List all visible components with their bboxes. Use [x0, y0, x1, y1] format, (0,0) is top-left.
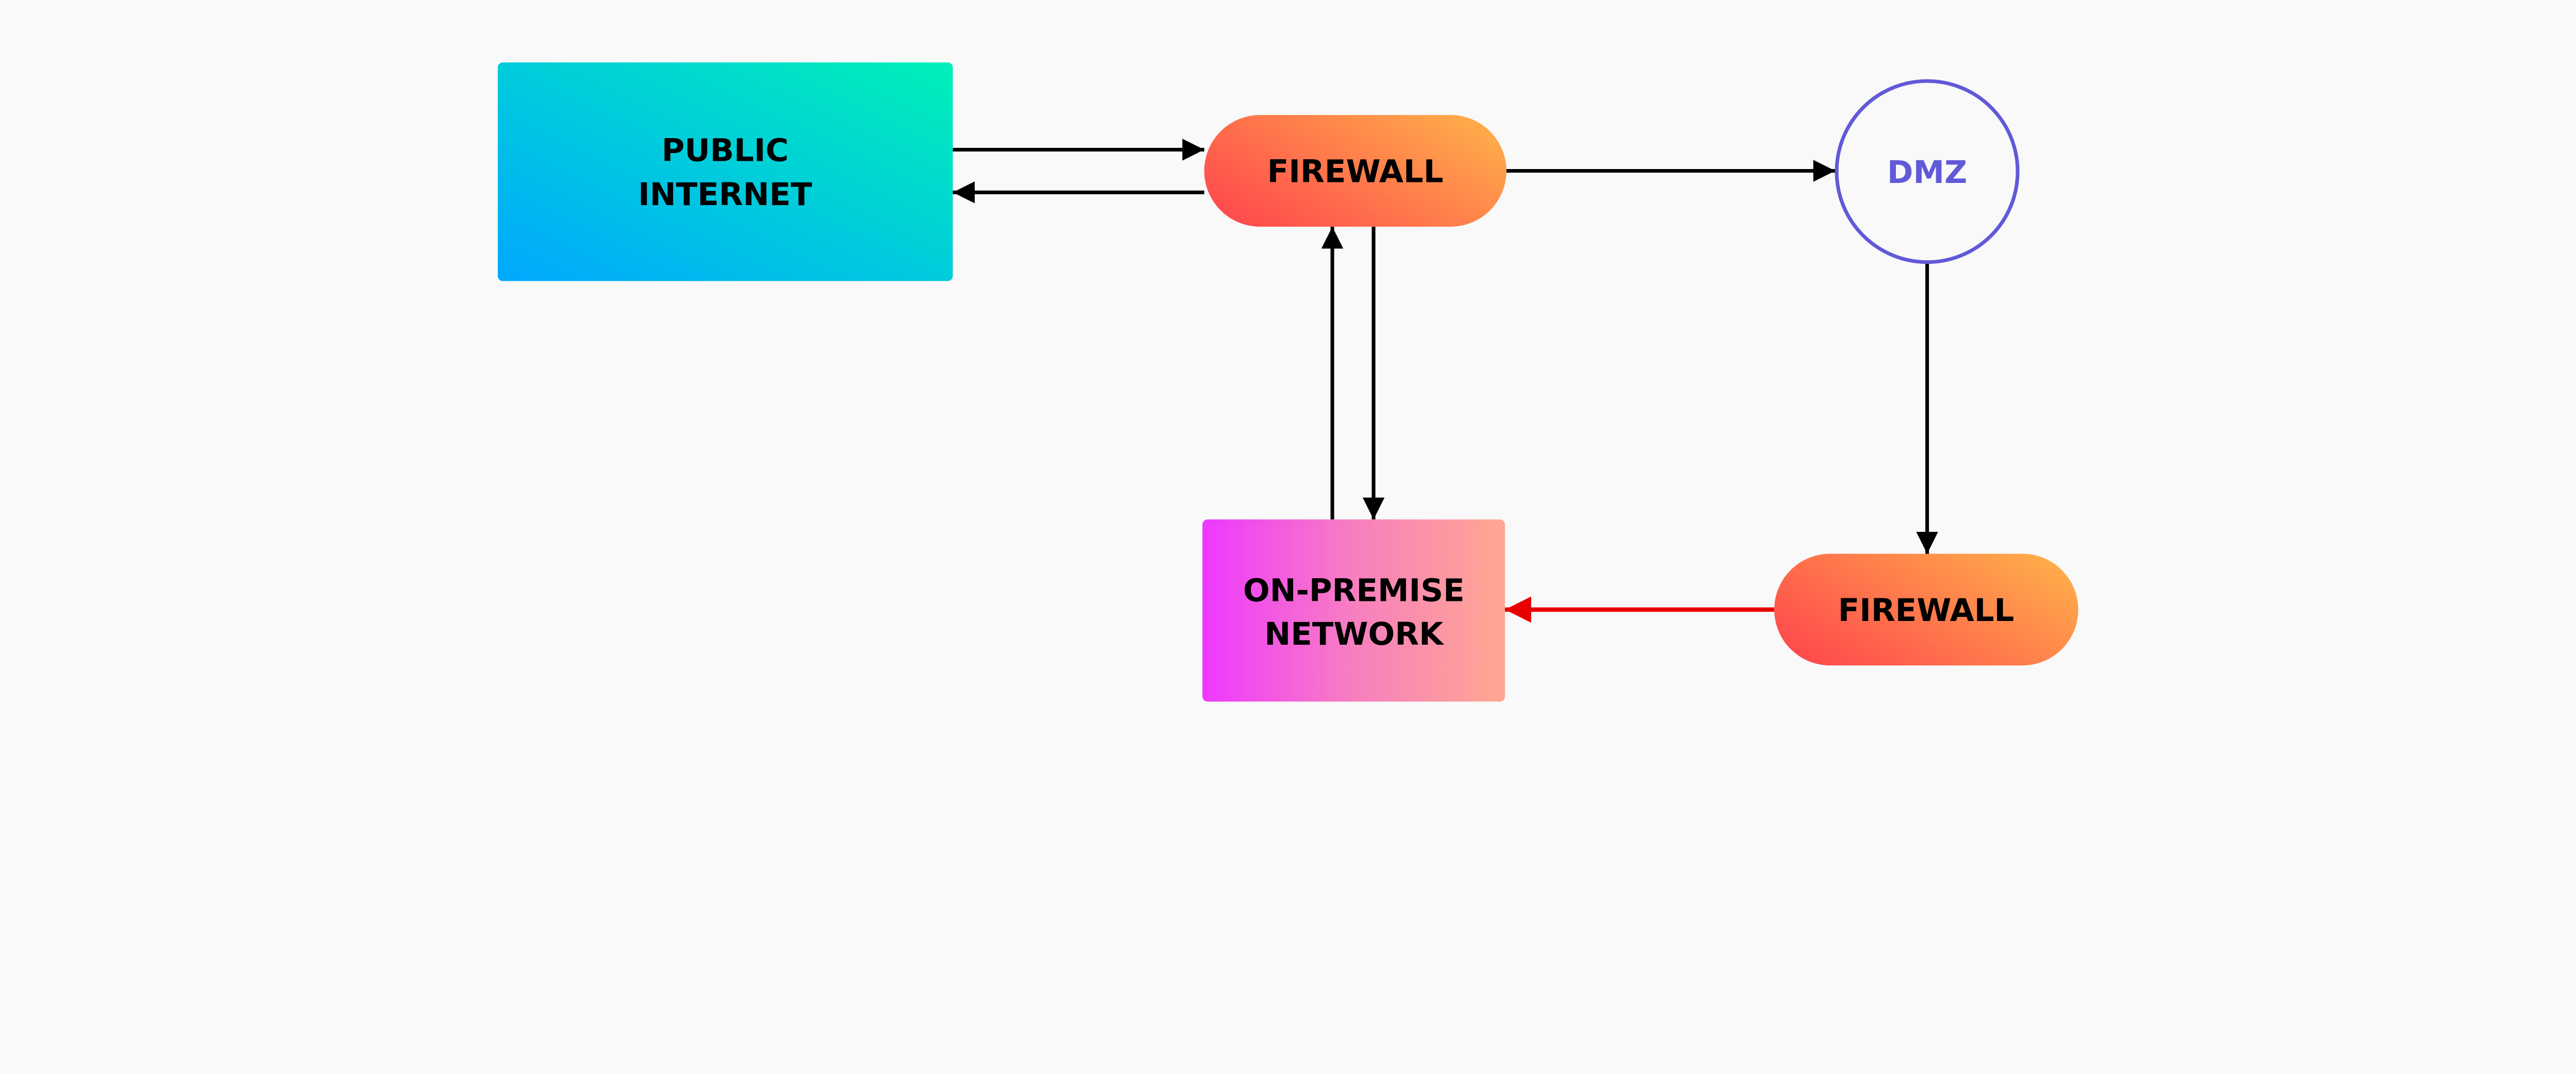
- edges: [953, 139, 1938, 623]
- node-firewall-top[interactable]: FIREWALL: [1204, 115, 1506, 227]
- firewall-bottom-label: FIREWALL: [1838, 592, 2014, 629]
- public-internet-box: [498, 62, 953, 281]
- node-dmz[interactable]: DMZ: [1835, 79, 2020, 264]
- on-premise-label-line2: NETWORK: [1264, 616, 1445, 652]
- on-premise-label-line1: ON-PREMISE: [1243, 573, 1465, 609]
- node-firewall-bottom[interactable]: FIREWALL: [1774, 553, 2078, 666]
- on-premise-box: [1202, 519, 1505, 702]
- node-public-internet[interactable]: PUBLIC INTERNET: [498, 62, 953, 281]
- firewall-top-label: FIREWALL: [1267, 153, 1444, 190]
- firewall-top-pill: [1204, 115, 1506, 227]
- public-internet-label-line2: INTERNET: [638, 176, 812, 213]
- firewall-bottom-pill: [1774, 553, 2078, 666]
- dmz-label: DMZ: [1887, 154, 1967, 191]
- node-on-premise-network[interactable]: ON-PREMISE NETWORK: [1202, 519, 1505, 702]
- dmz-circle: [1835, 79, 2020, 264]
- network-diagram: PUBLIC INTERNET FIREWALL DMZ FIREWALL ON…: [498, 62, 2078, 702]
- public-internet-label-line1: PUBLIC: [662, 132, 789, 169]
